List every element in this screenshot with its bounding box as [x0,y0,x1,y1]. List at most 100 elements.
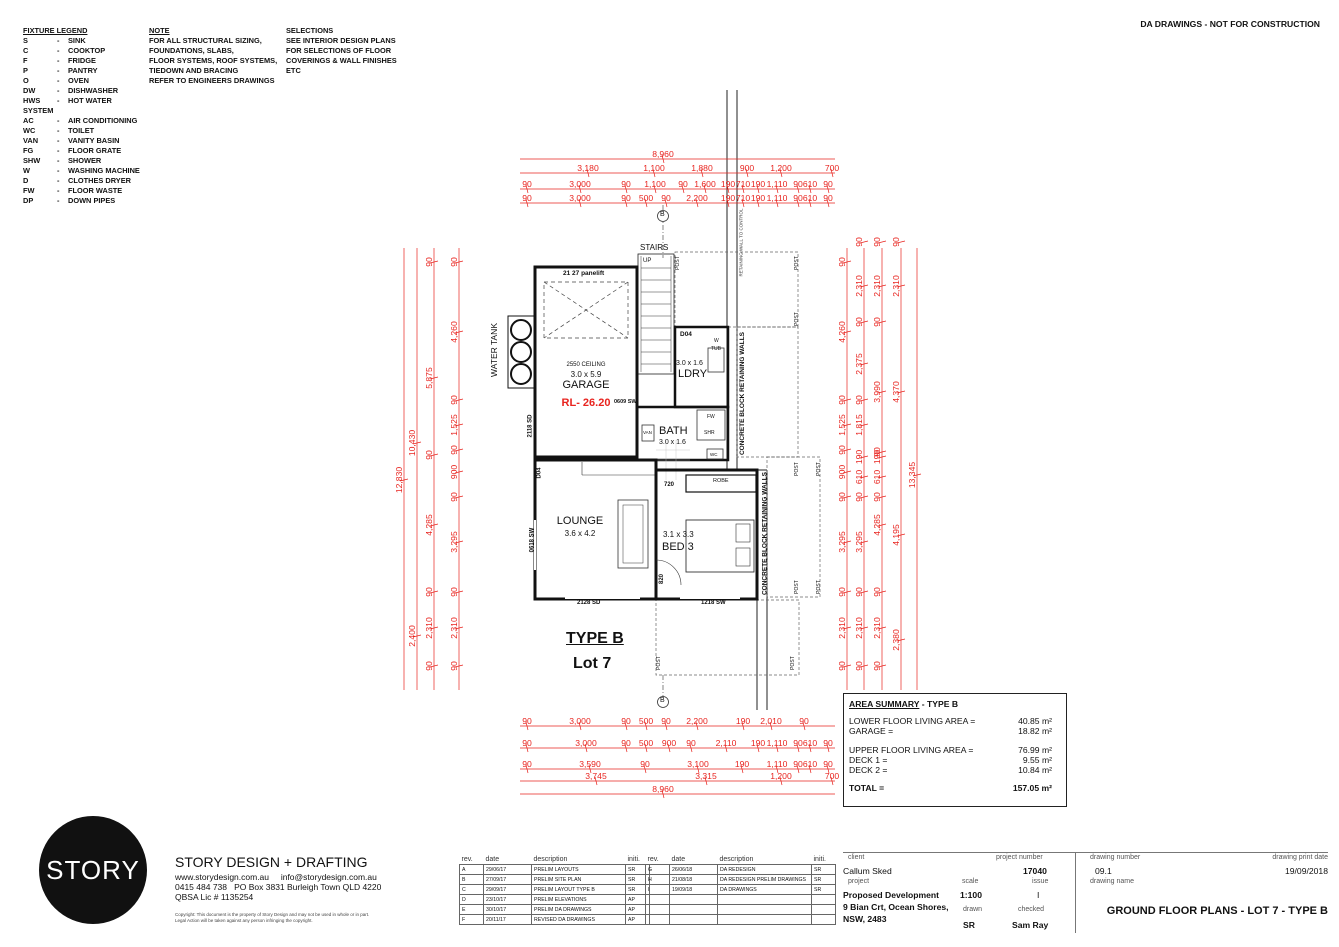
dimension-line [700,168,704,178]
dimension-line [525,764,529,774]
dimension-label: 1,815 [854,414,864,436]
dimension-line [652,168,656,178]
dimension-label: 90 [872,237,882,247]
water-tank-icon [510,341,532,363]
legend-dash: - [57,186,60,195]
dimension-label: 90 [872,317,882,327]
dimension-line [653,184,657,194]
company-web[interactable]: www.storydesign.com.au [175,872,270,882]
dimension-line [454,470,464,474]
dimension-label: 2,010 [760,716,782,726]
drawing-name: GROUND FLOOR PLANS - LOT 7 - TYPE B [1106,905,1328,917]
dimension-label: 900 [449,465,459,480]
note-line: TIEDOWN AND BRACING [149,66,239,75]
dimension-line [644,721,648,731]
dimension-line [842,590,852,594]
revision-cell [645,904,670,915]
dimension-label: 90 [522,738,532,748]
dimension-line [842,398,852,402]
dimension-label: 3,000 [569,193,591,203]
dimension-label: 90 [678,179,688,189]
revision-header-cell: date [485,856,500,863]
dimension-line [877,450,887,454]
revision-cell [811,914,836,925]
dimension-label: 90 [522,179,532,189]
legend-dash: - [57,36,60,45]
legend-item: O-OVEN [23,76,143,86]
revision-cell [645,914,670,925]
deck-outline [674,251,799,328]
legend-item: HWS-HOT WATER [23,96,143,106]
water-tank-icon [510,363,532,385]
project-label: project [848,878,870,885]
legend-item: C-COOKTOP [23,46,143,56]
revision-cell: D [459,894,484,905]
dimension-line [769,721,773,731]
dimension-line [859,455,869,459]
dimension-line [756,198,760,208]
revision-cell: G [645,864,670,875]
revision-cell: F [459,914,484,925]
dimension-label: 700 [825,771,840,781]
dimension-label: 90 [424,661,434,671]
dimension-line [454,540,464,544]
dimension-line [808,184,812,194]
dimension-line [877,664,887,668]
dimension-line [896,240,906,244]
legend-item: DP-DOWN PIPES [23,196,143,206]
area-summary-heading: AREA SUMMARY [849,699,920,709]
dimension-line [859,362,869,366]
dimension-line [826,743,830,753]
legend-item: W-WASHING MACHINE [23,166,143,176]
post-label: POST [793,256,800,270]
area-summary: AREA SUMMARY - TYPE B LOWER FLOOR LIVING… [843,693,1067,807]
dimension-label: 1,525 [449,414,459,436]
revision-cell [811,904,836,915]
revision-cell [669,914,718,925]
dimension-label: 90 [837,661,847,671]
dimension-line [454,626,464,630]
revision-cell: DA REDESIGN [717,864,812,875]
legend-desc: SHOWER [68,156,102,165]
wc [706,448,724,460]
dimension-label: 2,310 [872,275,882,297]
revision-cell: PRELIM SITE PLAN [531,874,626,885]
revision-cell: 27/09/17 [483,874,532,885]
dimension-label: 5,875 [424,367,434,389]
legend-dash: - [57,66,60,75]
legend-title: FIXTURE LEGEND [23,26,88,35]
dimension-label: 2,310 [891,275,901,297]
dimension-label: 8,960 [652,149,674,159]
dimension-line [741,198,745,208]
legend-item: P-PANTRY [23,66,143,76]
dimension-label: 90 [823,193,833,203]
note-block: NOTE FOR ALL STRUCTURAL SIZING, FOUNDATI… [149,26,279,86]
dimension-label: 90 [621,716,631,726]
dimension-line [429,590,439,594]
dimension-label: 90 [823,179,833,189]
copyright-line: Legal Action will be taken against any p… [175,918,313,923]
area-value: 18.82 m² [1018,726,1052,736]
dimension-label: 900 [837,465,847,480]
ldry-tub: TUB [711,346,721,352]
area-summary-subtitle: - TYPE B [921,699,959,709]
area-row: UPPER FLOOR LIVING AREA =76.99 m² [844,745,1066,755]
dimension-line [830,776,834,786]
dimension-label: 190 [751,738,766,748]
dimension-label: 500 [639,716,654,726]
revision-header-cell: description [533,856,568,863]
dimension-label: 2,380 [891,629,901,651]
dimension-line [454,664,464,668]
company-email[interactable]: info@storydesign.com.au [280,872,377,882]
dimension-label: 90 [424,257,434,267]
dimension-line [624,184,628,194]
garage-name: GARAGE [562,379,610,391]
bath-name: BATH [659,425,688,437]
door-d04: D04 [536,467,543,479]
dimension-line [842,470,852,474]
dimension-label: 4,285 [872,514,882,536]
